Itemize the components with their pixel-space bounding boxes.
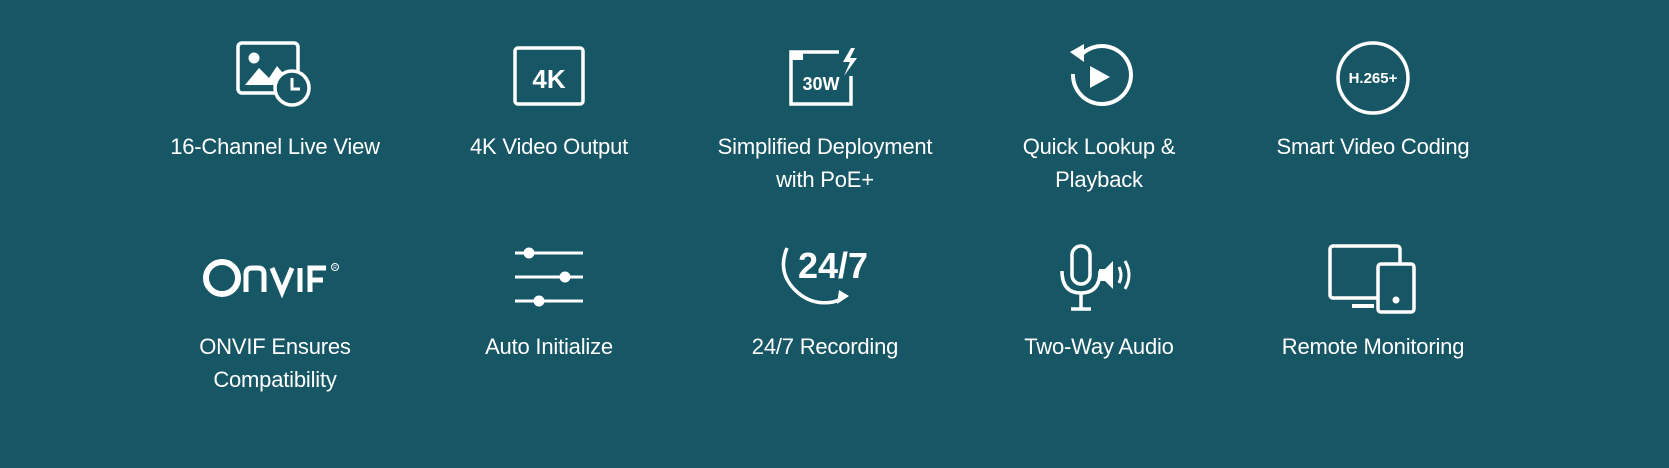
feature-remote-monitoring: Remote Monitoring (1243, 0, 1503, 468)
feature-label: 4K Video Output (469, 134, 629, 159)
247-recording-icon: 24/7 (777, 244, 873, 310)
h265-icon: H.265+ (1335, 40, 1411, 116)
mic-speaker-icon (1059, 243, 1139, 313)
poe-power-icon: 30W (789, 46, 861, 108)
4k-icon-text: 4K (532, 64, 565, 94)
feature-label: Smart Video Coding (1276, 134, 1470, 159)
feature-label: 16-Channel Live View (170, 134, 380, 159)
replay-icon (1064, 40, 1134, 112)
feature-playback: Quick Lookup & Playback (969, 0, 1229, 468)
sliders-icon (513, 246, 585, 308)
image-clock-icon (235, 40, 315, 110)
monitor-phone-icon (1328, 244, 1418, 314)
feature-label: Two-Way Audio (1024, 334, 1174, 359)
feature-label: ONVIF Ensures Compatibility (199, 334, 351, 392)
feature-two-way-audio: Two-Way Audio (969, 0, 1229, 468)
feature-label: Quick Lookup & Playback (1022, 134, 1176, 192)
feature-label: Remote Monitoring (1281, 334, 1465, 359)
h265-icon-text: H.265+ (1349, 70, 1398, 87)
feature-video-coding: H.265+ Smart Video Coding (1243, 0, 1503, 468)
feature-poe: 30W Simplified Deployment with PoE+ (695, 0, 955, 468)
feature-live-view: 16-Channel Live View (145, 0, 405, 468)
poe-icon-text: 30W (802, 74, 839, 94)
svg-text:R: R (333, 265, 337, 271)
247-icon-text: 24/7 (798, 245, 868, 286)
feature-auto-initialize: Auto Initialize (419, 0, 679, 468)
4k-icon: 4K (513, 46, 585, 108)
feature-label: 24/7 Recording (751, 334, 899, 359)
onvif-logo-icon: R (200, 254, 350, 304)
feature-label: Simplified Deployment with PoE+ (717, 134, 933, 192)
feature-recording: 24/7 24/7 Recording (695, 0, 955, 468)
feature-onvif: R ONVIF Ensures Compatibility (145, 0, 405, 468)
feature-label: Auto Initialize (485, 334, 613, 359)
feature-4k-output: 4K 4K Video Output (419, 0, 679, 468)
